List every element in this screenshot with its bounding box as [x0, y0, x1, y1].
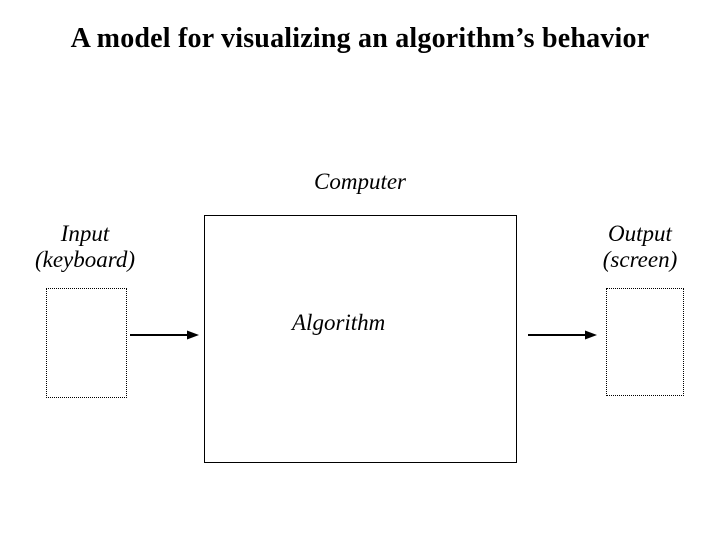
output-box — [606, 288, 684, 396]
input-box — [46, 288, 127, 398]
computer-label: Computer — [314, 169, 406, 194]
output-label-line1: Output — [608, 221, 672, 246]
input-label: Input (keyboard) — [20, 221, 150, 273]
output-label: Output (screen) — [575, 221, 705, 273]
input-label-line1: Input — [60, 221, 110, 246]
algorithm-label: Algorithm — [292, 310, 386, 335]
output-label-line2: (screen) — [602, 247, 678, 272]
slide-title: A model for visualizing an algorithm’s b… — [70, 23, 650, 54]
computer-box — [204, 215, 517, 463]
output-arrow-icon — [528, 330, 597, 340]
input-label-line2: (keyboard) — [34, 247, 136, 272]
input-arrow-icon — [130, 330, 199, 340]
